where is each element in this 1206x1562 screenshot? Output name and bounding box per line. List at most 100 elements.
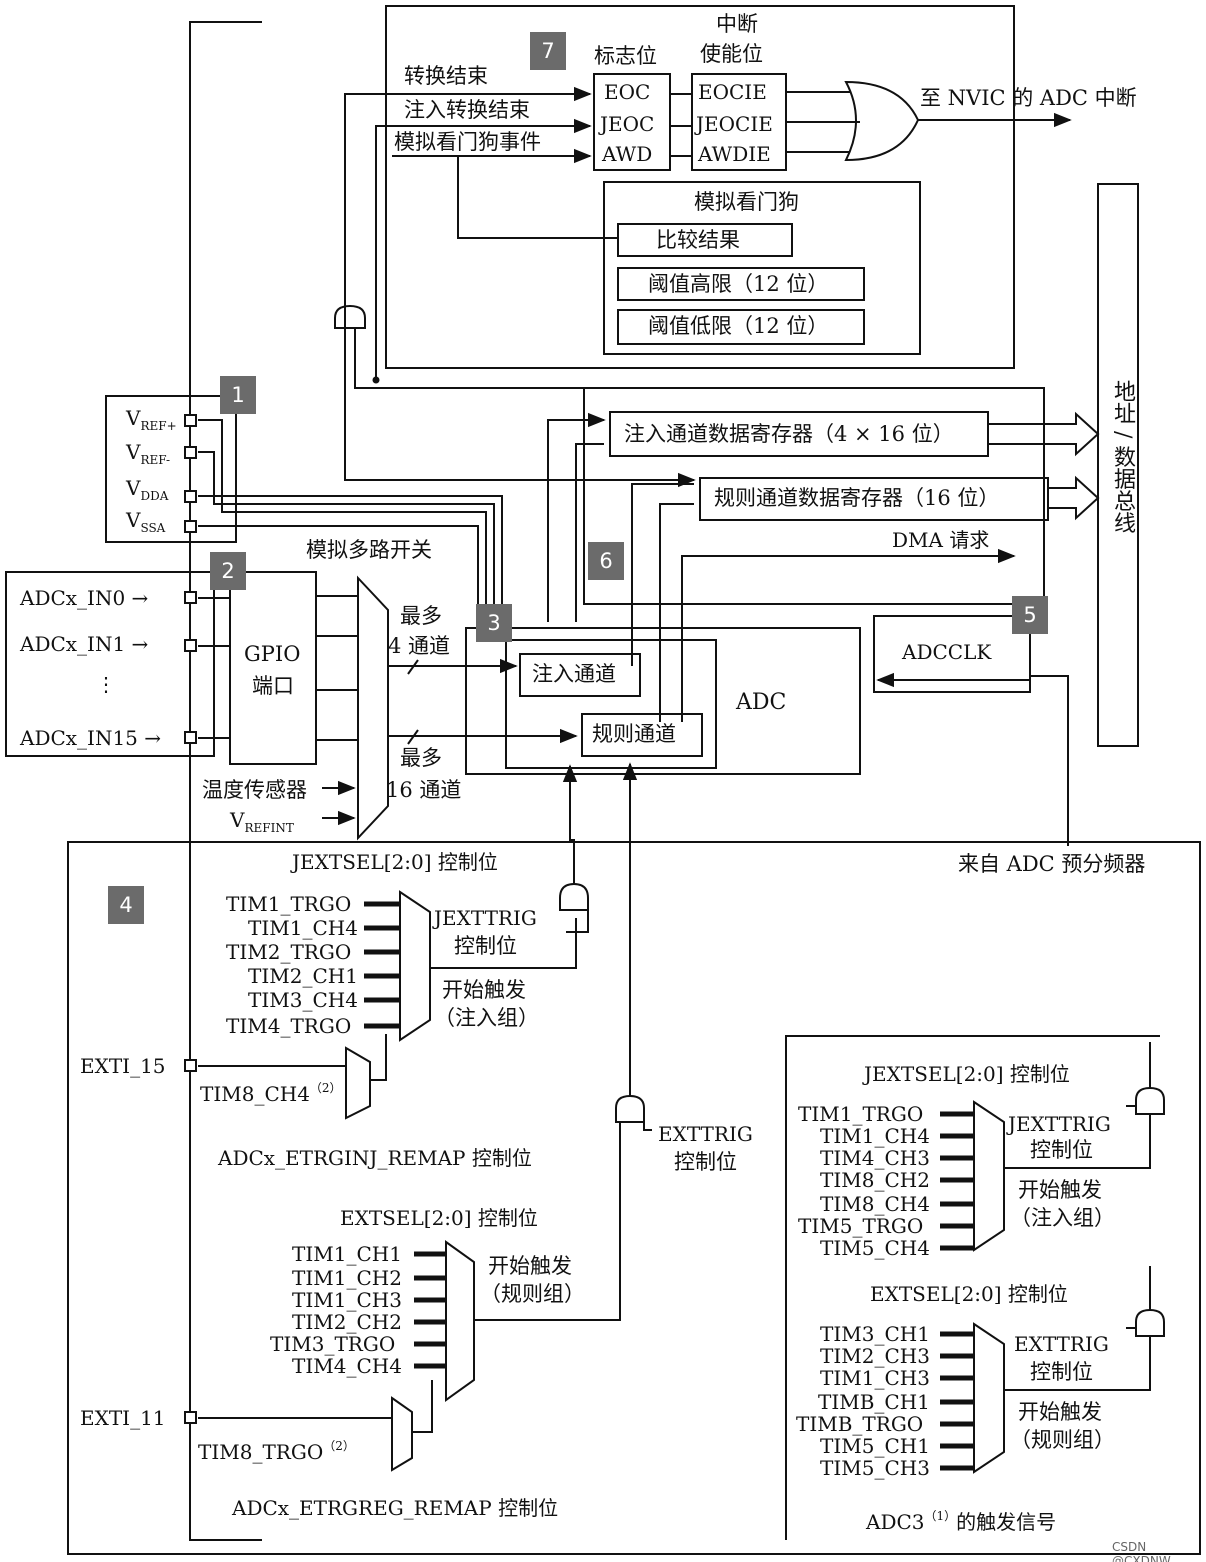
event-watchdog: 模拟看门狗事件: [394, 130, 541, 154]
start-inj-1: 开始触发: [442, 978, 526, 1002]
section-tag-3: 3: [476, 604, 512, 642]
pin-vref-plus: [184, 414, 197, 427]
adc3-jext-signal-3: TIM4_CH3: [820, 1146, 930, 1170]
tim8-trgo-label: TIM8_TRGO（2）: [198, 1439, 355, 1464]
interrupt-header: 中断: [716, 12, 758, 36]
exti11-label: EXTI_11: [80, 1406, 166, 1430]
adc3-ext-signal-6: TIM5_CH1: [820, 1434, 930, 1458]
jexttrig-label: JEXTTRIG: [434, 906, 537, 930]
start-reg-1: 开始触发: [488, 1254, 572, 1278]
pin-vssa: [184, 520, 197, 533]
adc3-jext-signal-7: TIM5_CH4: [820, 1236, 930, 1260]
pin-label-vref-plus: VREF+: [126, 406, 177, 433]
ext-signal-4: TIM2_CH2: [292, 1310, 402, 1334]
input-ellipsis: ⋮: [96, 672, 116, 696]
exttrig-label: EXTTRIG: [658, 1122, 753, 1146]
pin-vdda: [184, 490, 197, 503]
adc3-caption: ADC3（1）的触发信号: [866, 1509, 1057, 1534]
input-in15: ADCx_IN15 →: [20, 726, 162, 750]
remap-reg-label: ADCx_ETRGREG_REMAP 控制位: [232, 1496, 559, 1520]
adc3-ext-signal-3: TIM1_CH3: [820, 1366, 930, 1390]
adcclk-label: ADCCLK: [902, 640, 992, 664]
adc3-jexttrig-label: JEXTTRIG: [1008, 1112, 1111, 1136]
adc3-jext-signal-2: TIM1_CH4: [820, 1124, 930, 1148]
adc3-jext-signal-4: TIM8_CH2: [820, 1168, 930, 1192]
adc3-start-inj-1: 开始触发: [1018, 1178, 1102, 1202]
vrefint-label: VREFINT: [230, 808, 294, 835]
adc3-exttrig-label: EXTTRIG: [1014, 1332, 1109, 1356]
adc3-extsel-label: EXTSEL[2:0] 控制位: [870, 1282, 1068, 1306]
start-inj-2: （注入组）: [434, 1006, 539, 1030]
watchdog-low: 阈值低限（12 位）: [648, 314, 829, 338]
adc3-jext-signal-5: TIM8_CH4: [820, 1192, 930, 1216]
enable-header: 使能位: [700, 42, 763, 66]
section-tag-2: 2: [210, 552, 246, 590]
adc3-start-reg-1: 开始触发: [1018, 1400, 1102, 1424]
adc-regular-channel: 规则通道: [592, 722, 676, 746]
pin-exti15: [184, 1059, 197, 1072]
exttrig-control: 控制位: [674, 1150, 737, 1174]
adc3-ext-signal-4: TIMB_CH1: [818, 1390, 930, 1414]
temp-sensor-label: 温度传感器: [202, 778, 307, 802]
remap-inj-label: ADCx_ETRGINJ_REMAP 控制位: [218, 1146, 532, 1170]
watchdog-high: 阈值高限（12 位）: [648, 272, 829, 296]
enable-eocie: EOCIE: [698, 80, 767, 104]
adc3-ext-signal-2: TIM2_CH3: [820, 1344, 930, 1368]
event-conversion-end: 转换结束: [404, 64, 488, 88]
section-tag-1: 1: [220, 376, 256, 414]
adc3-jextsel-label: JEXTSEL[2:0] 控制位: [864, 1062, 1070, 1086]
address-data-bus-label: 地址 / 数据总线: [1110, 380, 1135, 534]
adc3-jext-signal-6: TIM5_TRGO: [798, 1214, 924, 1238]
enable-jeocie: JEOCIE: [696, 112, 773, 136]
max-inj-line2: 4 通道: [388, 634, 451, 658]
regular-data-register: 规则通道数据寄存器（16 位）: [714, 486, 1000, 510]
watchdog-compare: 比较结果: [656, 228, 740, 252]
adc-label: ADC: [736, 690, 787, 715]
watchdog-title: 模拟看门狗: [694, 190, 799, 214]
ext-signal-5: TIM3_TRGO: [270, 1332, 396, 1356]
pin-exti11: [184, 1411, 197, 1424]
jexttrig-control: 控制位: [454, 934, 517, 958]
event-injected-end: 注入转换结束: [404, 98, 530, 122]
flag-jeoc: JEOC: [600, 112, 655, 136]
analog-mux-title: 模拟多路开关: [306, 538, 432, 562]
pin-vref-minus: [184, 446, 197, 459]
ext-signal-1: TIM1_CH1: [292, 1242, 402, 1266]
adc-injected-channel: 注入通道: [532, 662, 616, 686]
extsel-label: EXTSEL[2:0] 控制位: [340, 1206, 538, 1230]
jext-signal-6: TIM4_TRGO: [226, 1014, 352, 1038]
jext-signal-1: TIM1_TRGO: [226, 892, 352, 916]
ext-signal-3: TIM1_CH3: [292, 1288, 402, 1312]
flag-header: 标志位: [594, 44, 657, 68]
ext-signal-6: TIM4_CH4: [292, 1354, 402, 1378]
jext-signal-2: TIM1_CH4: [248, 916, 358, 940]
adc3-jext-signal-1: TIM1_TRGO: [798, 1102, 924, 1126]
adc3-start-reg-2: （规则组）: [1010, 1428, 1115, 1452]
gpio-label-1: GPIO: [244, 642, 301, 666]
pin-label-vssa: VSSA: [126, 508, 166, 535]
adc3-exttrig-control: 控制位: [1030, 1360, 1093, 1384]
input-in1: ADCx_IN1 →: [20, 632, 149, 656]
input-in0: ADCx_IN0 →: [20, 586, 149, 610]
start-reg-2: （规则组）: [480, 1282, 585, 1306]
flag-awd: AWD: [602, 142, 653, 166]
max-inj-line1: 最多: [400, 604, 442, 628]
nvic-output-label: 至 NVIC 的 ADC 中断: [920, 86, 1137, 110]
adc3-jexttrig-control: 控制位: [1030, 1138, 1093, 1162]
injected-data-register: 注入通道数据寄存器（4 × 16 位）: [624, 422, 954, 446]
section-tag-5: 5: [1012, 596, 1048, 634]
pin-label-vdda: VDDA: [126, 476, 169, 503]
enable-awdie: AWDIE: [698, 142, 771, 166]
pin-in0: [184, 591, 197, 604]
max-reg-line1: 最多: [400, 746, 442, 770]
section-tag-7: 7: [530, 32, 566, 70]
jext-signal-4: TIM2_CH1: [248, 964, 358, 988]
jext-signal-3: TIM2_TRGO: [226, 940, 352, 964]
jext-signal-5: TIM3_CH4: [248, 988, 358, 1012]
tim8-ch4-label: TIM8_CH4（2）: [200, 1081, 342, 1106]
adc3-start-inj-2: （注入组）: [1010, 1206, 1115, 1230]
section-tag-4: 4: [108, 886, 144, 924]
pin-label-vref-minus: VREF-: [126, 440, 171, 467]
